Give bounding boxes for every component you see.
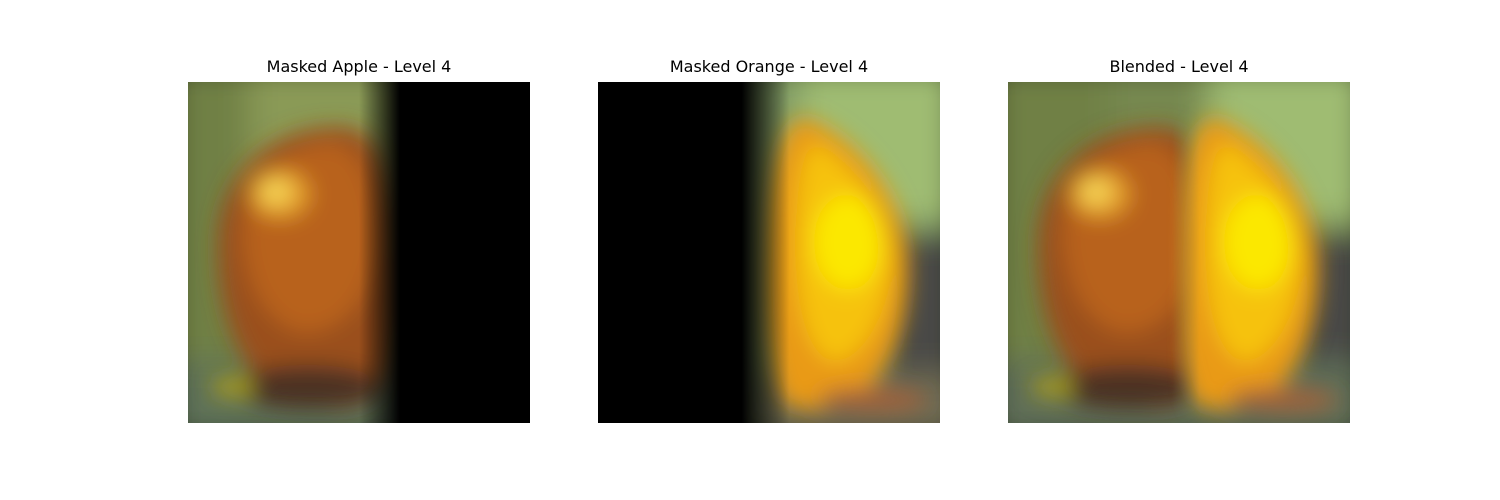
panel-masked-apple: Masked Apple - Level 4 [188,0,530,500]
panel-title: Masked Apple - Level 4 [266,57,452,76]
panel-blended: Blended - Level 4 [1008,0,1350,500]
masked-orange-image [598,82,940,423]
panel-title: Blended - Level 4 [1109,57,1249,76]
panel-title: Masked Orange - Level 4 [669,57,869,76]
panel-masked-orange: Masked Orange - Level 4 [598,0,940,500]
blended-image [1008,82,1350,423]
masked-apple-image [188,82,530,423]
